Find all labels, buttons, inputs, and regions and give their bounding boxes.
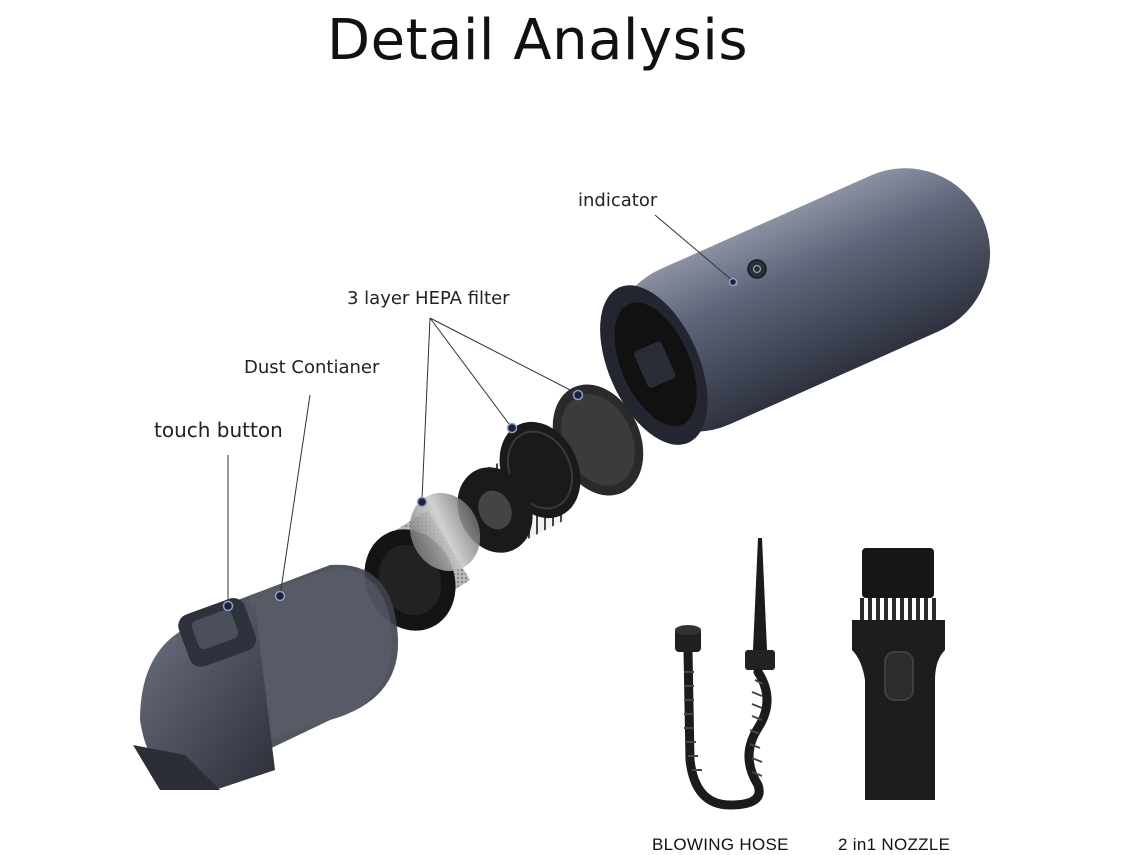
callout-lines xyxy=(227,214,734,605)
power-button-icon xyxy=(747,259,767,279)
callout-indicator: indicator xyxy=(578,190,658,211)
callout-hepa-filter: 3 layer HEPA filter xyxy=(347,288,510,309)
caption-blowing-hose: BLOWING HOSE xyxy=(652,835,789,854)
two-in-one-nozzle xyxy=(852,548,945,800)
motor-body xyxy=(600,168,991,445)
dust-container xyxy=(133,564,399,790)
mesh-filter-cup xyxy=(364,493,481,631)
caption-nozzle: 2 in1 NOZZLE xyxy=(838,835,951,854)
callout-dots xyxy=(222,277,738,612)
page-title: Detail Analysis xyxy=(327,8,748,73)
blowing-hose xyxy=(675,538,775,810)
callout-touch-button: touch button xyxy=(154,418,283,442)
callout-dust-container: Dust Contianer xyxy=(244,357,380,378)
